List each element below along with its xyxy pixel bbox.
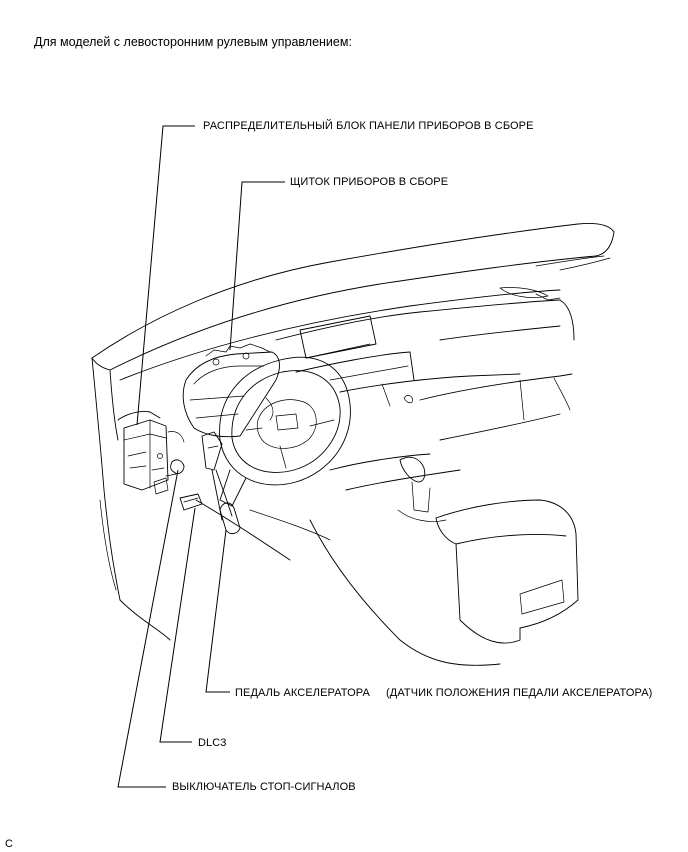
steering-wheel: [219, 356, 351, 507]
label-junction-block: РАСПРЕДЕЛИТЕЛЬНЫЙ БЛОК ПАНЕЛИ ПРИБОРОВ В…: [203, 120, 534, 132]
leader-dlc3: [159, 507, 196, 743]
junction-block-drawing: [123, 419, 185, 495]
label-dlc3: DLC3: [198, 737, 227, 749]
dlc3-drawing: [179, 493, 203, 511]
label-accelerator-sensor: (ДАТЧИК ПОЛОЖЕНИЯ ПЕДАЛИ АКСЕЛЕРАТОРА): [386, 687, 653, 699]
combination-meter-drawing: [182, 343, 280, 438]
leader-stop-light-switch: [117, 469, 179, 788]
stop-light-switch-drawing: [165, 459, 185, 477]
label-stop-light-switch: ВЫКЛЮЧАТЕЛЬ СТОП-СИГНАЛОВ: [172, 781, 356, 793]
leader-combination-meter: [229, 181, 285, 351]
page-title: Для моделей с левосторонним рулевым упра…: [34, 35, 352, 49]
dashboard-outline: [91, 223, 615, 666]
label-combination-meter: ЩИТОК ПРИБОРОВ В СБОРЕ: [290, 176, 449, 188]
label-accelerator-pedal: ПЕДАЛЬ АКСЕЛЕРАТОРА: [235, 687, 370, 699]
leader-accelerator-pedal: [205, 529, 230, 693]
figure-code: C: [5, 838, 13, 850]
accelerator-pedal-drawing: [201, 431, 241, 535]
